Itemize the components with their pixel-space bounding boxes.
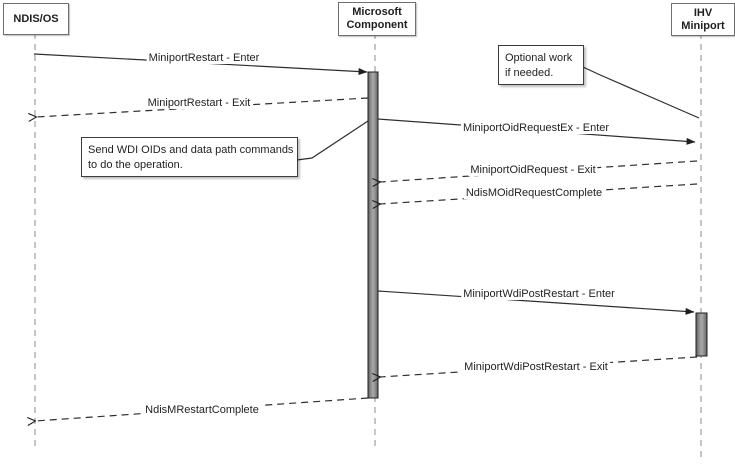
actor-box-ihv-miniport: IHV Miniport bbox=[671, 3, 735, 36]
activation-bar-ihv bbox=[695, 312, 708, 357]
message-label-miniport-restart-enter: MiniportRestart - Enter bbox=[146, 52, 262, 64]
note-line: Optional work bbox=[505, 52, 573, 64]
actor-label: Miniport bbox=[681, 19, 725, 32]
activation-bar-microsoft bbox=[367, 71, 379, 399]
note-optional-work: Optional work if needed. bbox=[498, 45, 584, 85]
message-label-miniport-wdi-post-restart-enter: MiniportWdiPostRestart - Enter bbox=[461, 288, 617, 300]
message-label-ndism-oid-request-complete: NdisMOidRequestComplete bbox=[463, 187, 605, 199]
actor-box-microsoft-component: Microsoft Component bbox=[338, 2, 416, 36]
actor-label: Microsoft bbox=[352, 6, 402, 18]
actor-label: IHV bbox=[693, 6, 713, 19]
note-line: to do the operation. bbox=[88, 159, 183, 171]
note-line: if needed. bbox=[505, 67, 554, 79]
message-label-miniport-restart-exit: MiniportRestart - Exit bbox=[145, 97, 253, 109]
callout-line-send-wdi-oids bbox=[296, 120, 369, 161]
message-label-miniport-oid-request-ex-enter: MiniportOidRequestEx - Enter bbox=[460, 122, 612, 134]
note-line: Send WDI OIDs and data path commands bbox=[88, 144, 294, 156]
arrow-ndism-restart-complete bbox=[35, 397, 369, 421]
actor-label: Component bbox=[346, 19, 408, 31]
arrow-miniport-wdi-post-restart-enter bbox=[377, 290, 695, 315]
actor-box-ndis-os: NDIS/OS bbox=[3, 3, 69, 35]
arrow-miniport-restart-exit bbox=[36, 97, 369, 117]
actor-label: NDIS/OS bbox=[13, 12, 59, 25]
message-label-miniport-oid-request-exit: MiniportOidRequest - Exit bbox=[468, 164, 598, 176]
note-send-wdi-oids: Send WDI OIDs and data path commands to … bbox=[81, 137, 298, 177]
message-label-ndism-restart-complete: NdisMRestartComplete bbox=[143, 404, 261, 416]
message-label-miniport-wdi-post-restart-exit: MiniportWdiPostRestart - Exit bbox=[462, 361, 610, 373]
callout-line-optional-work bbox=[582, 66, 700, 119]
